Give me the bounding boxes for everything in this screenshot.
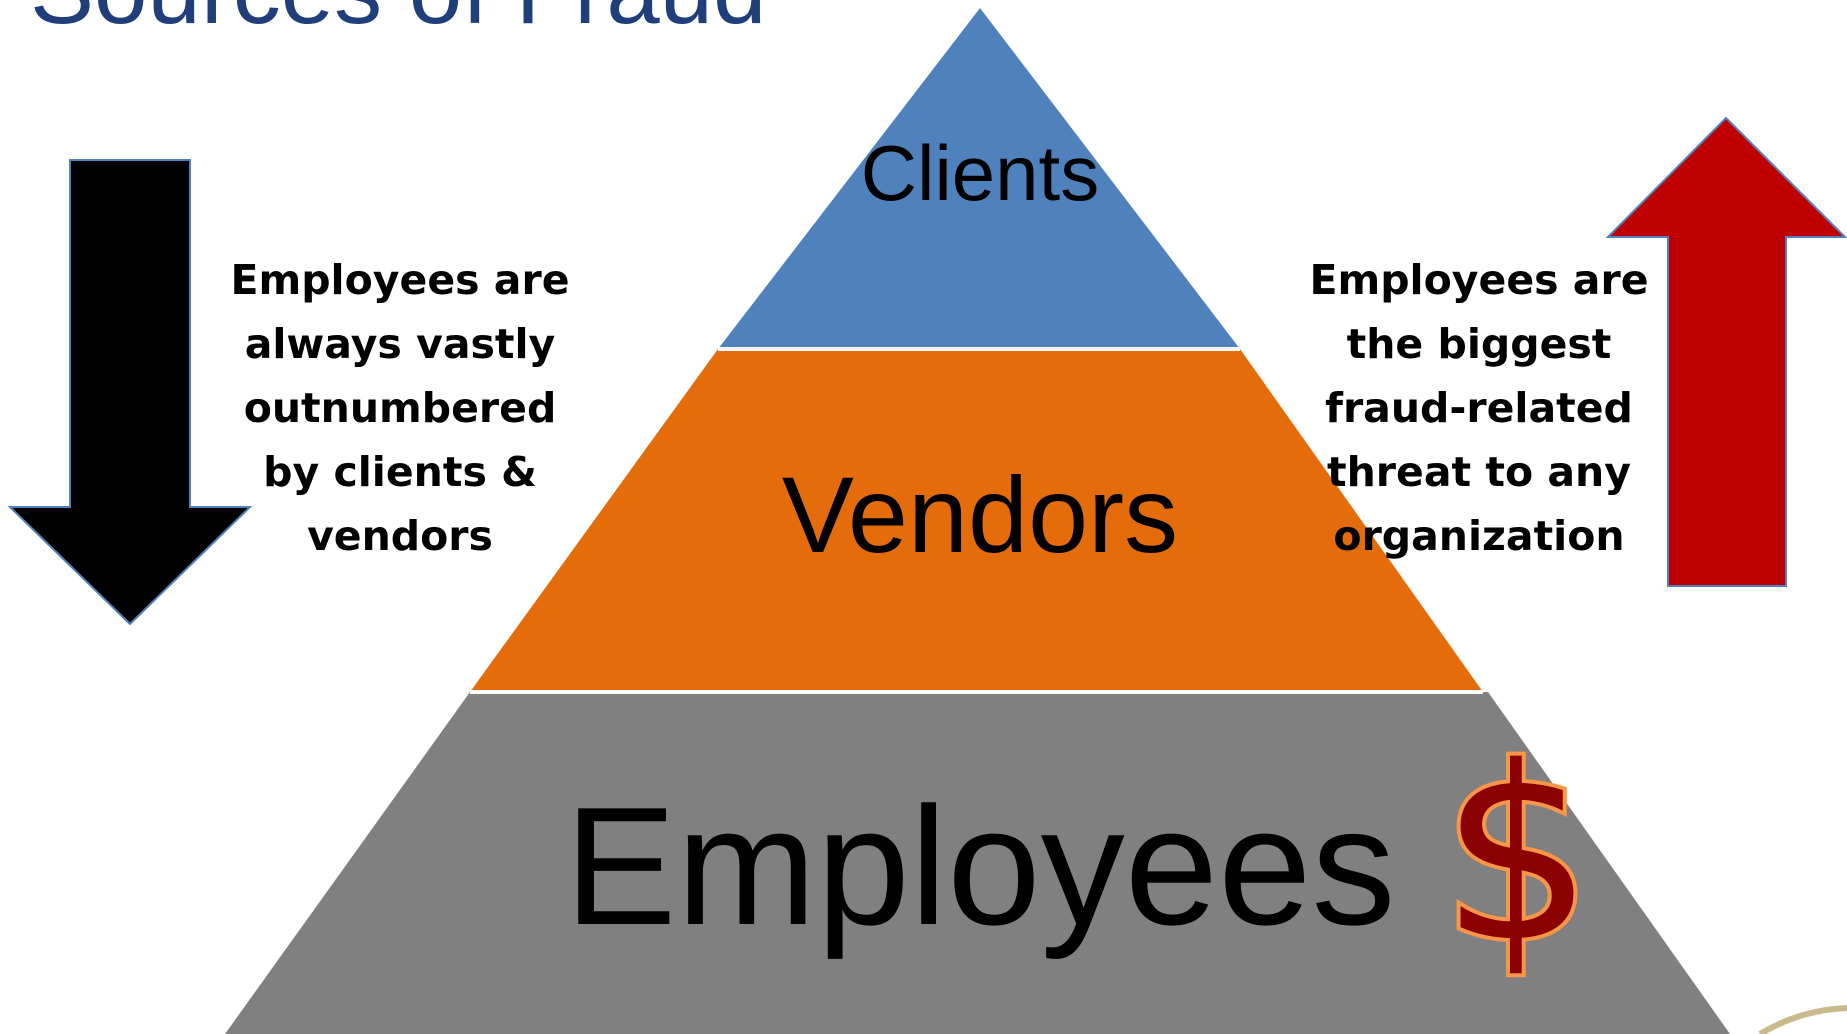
tier-label-vendors: Vendors: [781, 454, 1179, 575]
up-arrow-icon: [1605, 116, 1847, 587]
pyramid-tier-employees: [225, 692, 1730, 1034]
right-callout-line: Employees are: [1309, 256, 1649, 304]
slide-title: Sources of Fraud: [30, 0, 766, 44]
tier-label-clients: Clients: [860, 129, 1100, 217]
left-callout-text: Employees are always vastly outnumbered …: [210, 248, 590, 568]
right-callout-line: fraud-related: [1325, 384, 1633, 432]
left-callout-line: always vastly: [244, 320, 556, 368]
left-callout-line: by clients &: [263, 448, 537, 496]
pyramid-tier-vendors: [470, 349, 1483, 692]
left-callout-line: Employees are: [230, 256, 570, 304]
pyramid-tier-clients: [718, 8, 1240, 349]
right-callout-line: organization: [1333, 512, 1625, 560]
tier-label-employees: Employees: [564, 772, 1396, 960]
down-arrow-icon: [7, 159, 253, 626]
right-callout-line: the biggest: [1346, 320, 1612, 368]
left-callout-line: vendors: [307, 512, 493, 560]
decorative-swoosh: [1758, 1005, 1847, 1034]
dollar-sign-icon: $: [1441, 715, 1594, 995]
right-callout-text: Employees are the biggest fraud-related …: [1289, 248, 1669, 568]
left-callout-line: outnumbered: [243, 384, 557, 432]
right-callout-line: threat to any: [1327, 448, 1631, 496]
